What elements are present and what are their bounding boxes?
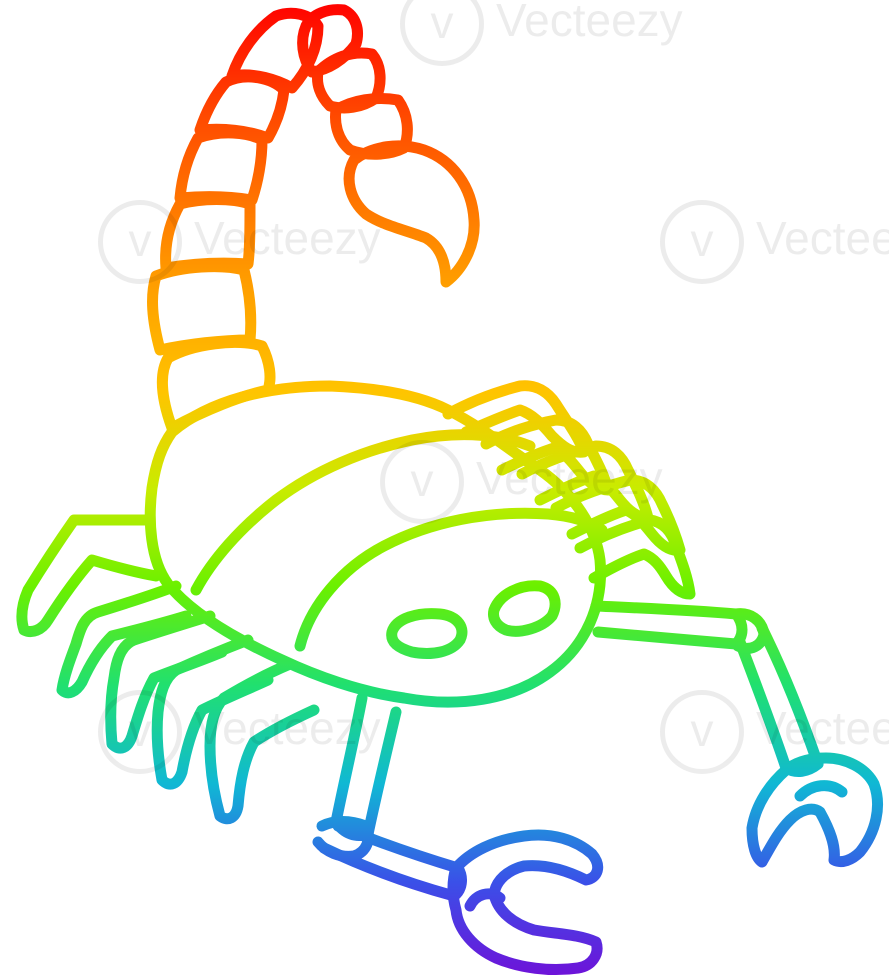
tail-segment-3 [160,194,256,274]
body-plate-line-2 [294,507,608,652]
tail-segment-5 [194,71,290,144]
left-pincer-hinge [464,888,506,912]
right-arm-lower [734,622,824,777]
stinger [343,140,480,288]
left-claw-arm [312,692,604,975]
tail-segment-7 [297,4,363,78]
right-claw-arm [590,600,883,868]
tail-segment-4 [174,127,268,206]
left-leg-3 [105,610,228,754]
eye-right [488,580,561,637]
left-leg-1 [16,514,162,638]
left-leg-4 [151,634,274,790]
eye-left [386,608,468,659]
left-arm-upper [330,692,402,841]
right-pincer [746,752,883,868]
tail-segment-1 [156,336,276,434]
left-arm-lower [318,820,467,902]
left-legs [16,514,320,825]
left-leg-2 [56,580,192,699]
right-leg-5 [574,514,696,600]
right-legs [442,380,696,600]
left-leg-5 [204,658,320,825]
tail-segment-6 [226,7,324,94]
right-pincer-inner [794,780,848,802]
tail-segment-2 [147,261,257,356]
right-arm-upper [590,600,748,650]
left-pincer [447,829,604,975]
